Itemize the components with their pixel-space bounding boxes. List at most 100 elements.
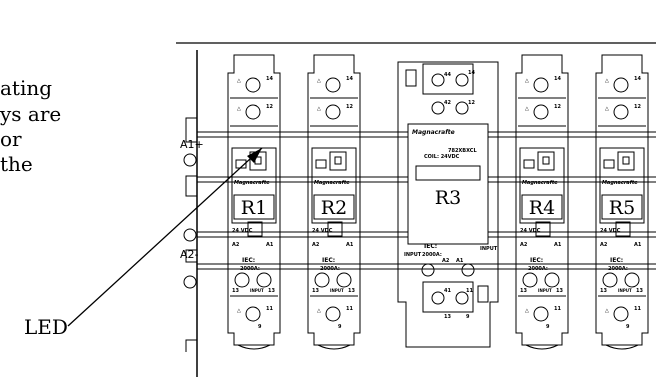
triangle-icon: △ (237, 308, 241, 314)
coil-label: A1 (266, 242, 274, 248)
input-label: INPUT (330, 288, 344, 293)
terminal-label: 14 (346, 76, 353, 82)
left-rail-bracket (183, 117, 197, 352)
led-callout-arrowhead (247, 148, 262, 163)
relay-body-outline (227, 54, 281, 346)
rating-label: 2000A: (528, 266, 548, 272)
screw-icon (533, 77, 549, 93)
relay-brand: Magnacrafte (602, 180, 638, 186)
screw-icon (455, 73, 469, 87)
terminal-block-bottom (422, 281, 474, 313)
terminal-label: 13 (636, 288, 643, 294)
terminal-label: 12 (554, 104, 561, 110)
coil-label: A2 (600, 242, 608, 248)
coil-label: A1 (346, 242, 354, 248)
terminal-label: 11 (466, 288, 473, 294)
coil-window (615, 221, 631, 237)
iec-label: IEC: (424, 243, 437, 250)
input-label: INPUT (618, 288, 632, 293)
screw-icon (245, 104, 261, 120)
terminal-label: 13 (520, 288, 527, 294)
rating-label: 2000A: (320, 266, 340, 272)
relay-label: R1 (241, 197, 267, 219)
terminal-label: 12 (346, 104, 353, 110)
base-clip (605, 344, 639, 350)
terminal-label: 9 (338, 324, 342, 330)
terminal-label: 14 (554, 76, 561, 82)
relay-voltage: 24 VDC (600, 228, 621, 234)
terminal-label: 44 (444, 72, 451, 78)
led-icon (334, 156, 342, 165)
relay-label: R5 (609, 197, 635, 219)
relay-body-outline (397, 61, 499, 348)
screw-icon (256, 272, 272, 288)
rail-mark-a1: A1+ (180, 138, 204, 151)
rating-label: 2000A: (422, 252, 442, 258)
triangle-icon: △ (605, 106, 609, 112)
coil-label: A1 (554, 242, 562, 248)
base-clip (317, 344, 351, 350)
relay-body-outline (595, 54, 649, 346)
coil-window (535, 221, 551, 237)
latch-tab (603, 159, 615, 169)
screw-icon (533, 104, 549, 120)
screw-icon (336, 272, 352, 288)
relay-module (231, 147, 277, 224)
coil-label: A1 (456, 258, 464, 264)
terminal-label: 12 (634, 104, 641, 110)
input-label: INPUT (480, 246, 498, 252)
terminal-label: 11 (346, 306, 353, 312)
triangle-icon: △ (605, 78, 609, 84)
relay-label-box (601, 194, 643, 220)
triangle-icon: △ (525, 106, 529, 112)
text-fragment-1: ating (0, 76, 53, 100)
screw-icon (544, 272, 560, 288)
led-window (329, 151, 347, 171)
iec-label: IEC: (610, 257, 623, 264)
screw-icon (431, 101, 445, 115)
input-label: INPUT (250, 288, 264, 293)
iec-label: IEC: (322, 257, 335, 264)
relay-module (519, 147, 565, 224)
screw-icon (602, 272, 618, 288)
screw-icon (533, 306, 549, 322)
relay-label: R4 (529, 197, 555, 219)
triangle-icon: △ (605, 308, 609, 314)
terminal-label: 12 (266, 104, 273, 110)
terminal-label: 13 (268, 288, 275, 294)
relay-label-box (233, 194, 275, 220)
triangle-icon: △ (525, 78, 529, 84)
led-icon (542, 156, 550, 165)
relay-body-outline (515, 54, 569, 346)
relay-module (311, 147, 357, 224)
triangle-icon: △ (237, 78, 241, 84)
terminal-label: 11 (634, 306, 641, 312)
relay-voltage: 24 VDC (312, 228, 333, 234)
relay-body-outline (307, 54, 361, 346)
side-tab (477, 285, 489, 303)
triangle-icon: △ (317, 308, 321, 314)
coil-label: A1 (634, 242, 642, 248)
relay-label: R2 (321, 197, 347, 219)
led-callout-line (67, 147, 263, 327)
coil-label: A2 (442, 258, 450, 264)
terminal-label: 13 (312, 288, 319, 294)
terminal-label: 13 (232, 288, 239, 294)
triangle-icon: △ (525, 308, 529, 314)
coil-window (247, 221, 263, 237)
coil-window (327, 221, 343, 237)
iec-label: IEC: (530, 257, 543, 264)
terminal-label: 12 (468, 100, 475, 106)
base-clip (525, 344, 559, 350)
triangle-icon: △ (317, 106, 321, 112)
screw-icon (431, 291, 445, 305)
relay-model: 782XBXCL (448, 148, 477, 154)
terminal-label: 41 (444, 288, 451, 294)
terminal-label: 14 (266, 76, 273, 82)
screw-icon (325, 77, 341, 93)
